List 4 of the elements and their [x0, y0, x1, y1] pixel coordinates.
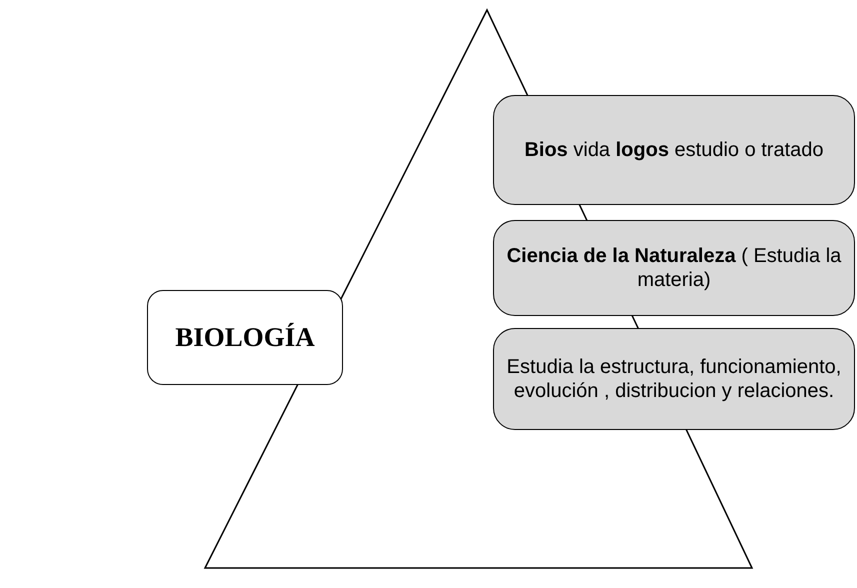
info-box: Estudia la estructura, funcionamiento, evolución , distribucion y relaciones.	[493, 328, 855, 430]
info-box: Bios vida logos estudio o tratado	[493, 95, 855, 205]
info-box: Ciencia de la Naturaleza ( Estudia la materia)	[493, 220, 855, 316]
title-box: BIOLOGÍA	[147, 290, 343, 385]
